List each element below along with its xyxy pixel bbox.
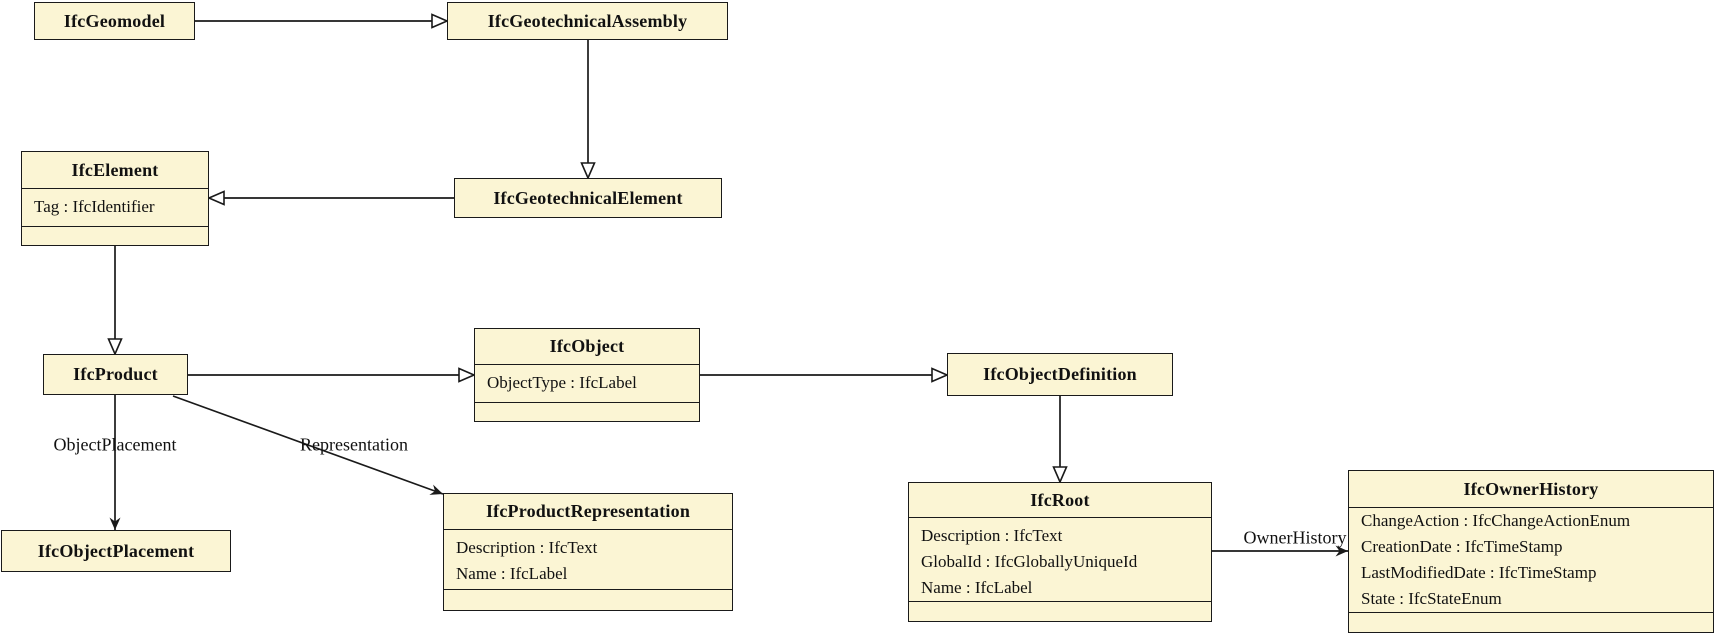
class-attributes: Description : IfcText Name : IfcLabel xyxy=(444,529,732,589)
class-attribute: CreationDate : IfcTimeStamp xyxy=(1361,537,1563,556)
class-attribute: State : IfcStateEnum xyxy=(1361,589,1502,608)
class-title: IfcGeomodel xyxy=(63,10,166,31)
class-ifcroot: IfcRoot Description : IfcText GlobalId :… xyxy=(908,482,1212,622)
class-ifcproductrepresentation: IfcProductRepresentation Description : I… xyxy=(443,493,733,611)
class-attribute: LastModifiedDate : IfcTimeStamp xyxy=(1361,563,1597,582)
class-empty-compartment xyxy=(475,402,699,421)
class-empty-compartment xyxy=(909,601,1211,621)
class-title: IfcOwnerHistory xyxy=(1463,478,1599,499)
class-title: IfcObjectPlacement xyxy=(37,540,195,561)
class-title: IfcElement xyxy=(71,159,159,180)
class-title: IfcGeotechnicalAssembly xyxy=(487,10,688,31)
class-attributes: Tag : IfcIdentifier xyxy=(22,188,208,226)
class-attribute: Description : IfcText xyxy=(456,538,598,557)
class-title: IfcGeotechnicalElement xyxy=(493,187,683,208)
class-attribute: ChangeAction : IfcChangeActionEnum xyxy=(1361,511,1631,530)
class-ifcobject: IfcObject ObjectType : IfcLabel xyxy=(474,328,700,422)
class-ifcownerhistory: IfcOwnerHistory ChangeAction : IfcChange… xyxy=(1348,470,1714,633)
class-title: IfcProductRepresentation xyxy=(485,501,691,521)
class-empty-compartment xyxy=(22,226,208,245)
class-attribute: GlobalId : IfcGloballyUniqueId xyxy=(921,552,1138,571)
class-attributes: ChangeAction : IfcChangeActionEnum Creat… xyxy=(1349,507,1713,612)
class-attribute: Description : IfcText xyxy=(921,526,1063,545)
edge-label-ownerhistory: OwnerHistory xyxy=(1243,527,1347,548)
class-ifcgeotechnicalelement: IfcGeotechnicalElement xyxy=(454,178,722,218)
class-ifcobjectdefinition: IfcObjectDefinition xyxy=(947,353,1173,396)
class-attribute: Name : IfcLabel xyxy=(921,578,1033,597)
class-title: IfcRoot xyxy=(1030,489,1090,510)
class-attribute: Tag : IfcIdentifier xyxy=(34,197,155,216)
class-attribute: ObjectType : IfcLabel xyxy=(487,373,637,392)
class-empty-compartment xyxy=(1349,612,1713,632)
class-title: IfcProduct xyxy=(73,364,158,384)
class-title: IfcObject xyxy=(549,336,625,356)
class-empty-compartment xyxy=(444,589,732,610)
class-ifcproduct: IfcProduct xyxy=(43,354,188,395)
edge-label-representation: Representation xyxy=(300,434,408,455)
class-attributes: Description : IfcText GlobalId : IfcGlob… xyxy=(909,517,1211,601)
class-ifcgeotechnicalassembly: IfcGeotechnicalAssembly xyxy=(447,2,728,40)
class-ifcelement: IfcElement Tag : IfcIdentifier xyxy=(21,151,209,246)
class-attribute: Name : IfcLabel xyxy=(456,564,568,583)
edge-label-objectplacement: ObjectPlacement xyxy=(53,434,177,455)
class-ifcgeomodel: IfcGeomodel xyxy=(34,2,195,40)
class-title: IfcObjectDefinition xyxy=(983,364,1137,384)
class-ifcobjectplacement: IfcObjectPlacement xyxy=(1,530,231,572)
class-attributes: ObjectType : IfcLabel xyxy=(475,364,699,402)
